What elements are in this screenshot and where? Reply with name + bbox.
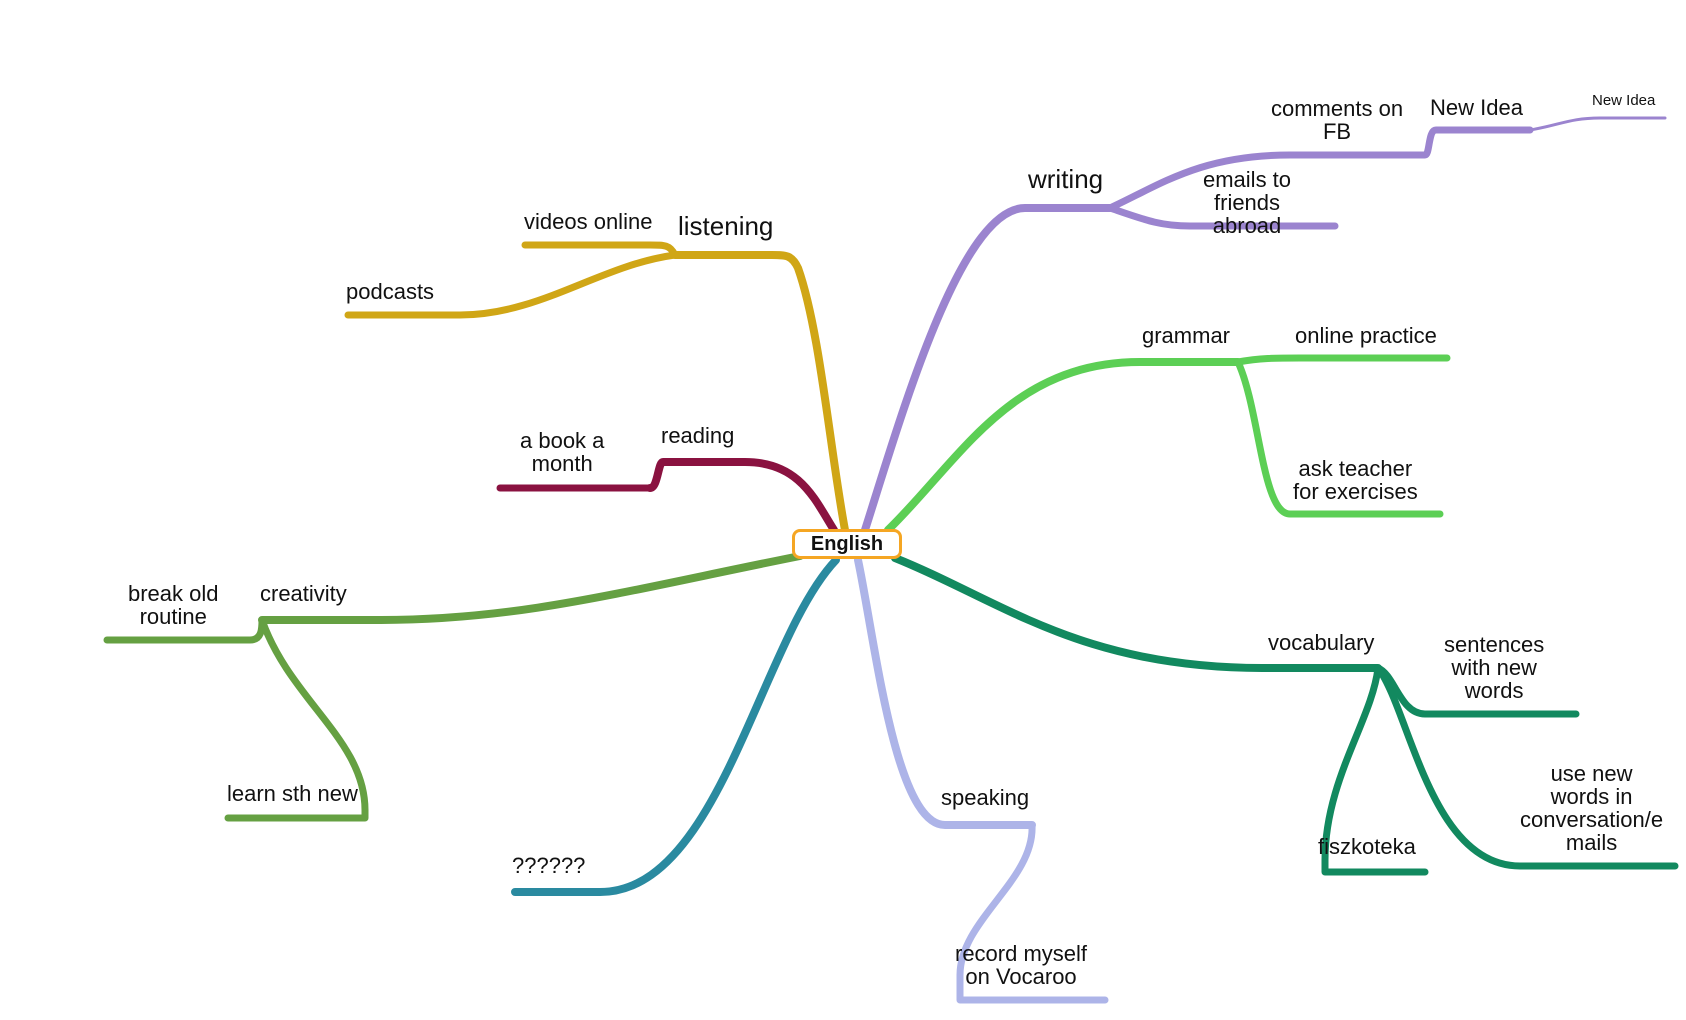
topic-grammar[interactable]: grammar <box>1142 323 1231 348</box>
connector-record-myself <box>956 821 1109 1004</box>
topic-reading[interactable]: reading <box>661 423 735 448</box>
connector-learn-new <box>224 616 369 822</box>
subtopic-emails-to-friends[interactable]: emails to friends abroad <box>1203 167 1292 239</box>
subtopic-podcasts[interactable]: podcasts <box>346 279 435 304</box>
branch-unknown <box>511 556 840 896</box>
subtopic-fiszkoteka[interactable]: fiszkoteka <box>1318 834 1416 859</box>
subtopic-new-idea[interactable]: New Idea <box>1430 95 1523 120</box>
connector-emails-friends <box>1106 204 1339 230</box>
subtopic-learn-sth-new[interactable]: learn sth new <box>227 781 358 806</box>
subtopic-record-myself[interactable]: record myself on Vocaroo <box>955 941 1088 990</box>
branch-vocabulary <box>891 554 1679 876</box>
subtopic-comments-on-fb[interactable]: comments on FB <box>1271 96 1404 145</box>
connector-ask-teacher <box>1234 358 1444 518</box>
connector-videos-online <box>521 241 679 259</box>
subtopic-new-idea-small[interactable]: New Idea <box>1592 92 1656 109</box>
connector-listening <box>671 251 849 534</box>
connector-unknown <box>511 556 840 896</box>
topic-writing[interactable]: writing <box>1028 164 1104 194</box>
connector-use-new-words <box>1374 664 1679 870</box>
branch-reading <box>496 458 838 534</box>
connector-reading <box>646 458 838 534</box>
connector-online-practice <box>1234 354 1451 366</box>
connector-speaking <box>854 556 1036 829</box>
subtopic-break-old-routine[interactable]: break old routine <box>128 581 219 630</box>
central-topic-english[interactable]: English <box>792 529 902 559</box>
subtopic-use-new-words[interactable]: use new words in conversation/e mails <box>1520 761 1664 856</box>
subtopic-sentences-new-words[interactable]: sentences with new words <box>1444 632 1545 704</box>
subtopic-videos-online[interactable]: videos online <box>524 209 653 234</box>
subtopic-ask-teacher[interactable]: ask teacher for exercises <box>1293 456 1418 505</box>
topic-speaking[interactable]: speaking <box>941 785 1030 810</box>
branch-speaking <box>854 556 1109 1004</box>
connector-grammar <box>884 358 1242 534</box>
connector-new-idea <box>1528 116 1667 132</box>
connector-writing <box>861 204 1114 534</box>
branch-grammar <box>884 354 1451 534</box>
topic-creativity[interactable]: creativity <box>260 581 347 606</box>
connector-creativity <box>258 552 804 624</box>
topic-unknown[interactable]: ?????? <box>512 853 586 878</box>
topic-listening[interactable]: listening <box>678 211 774 241</box>
topic-vocabulary[interactable]: vocabulary <box>1268 630 1375 655</box>
subtopic-book-a-month[interactable]: a book a month <box>520 428 605 477</box>
connector-fiszkoteka <box>1321 664 1429 876</box>
subtopic-online-practice[interactable]: online practice <box>1295 323 1437 348</box>
connector-podcasts <box>344 251 679 319</box>
connector-vocabulary <box>891 554 1382 672</box>
branch-writing <box>861 116 1667 534</box>
connector-comments-fb <box>1106 126 1534 212</box>
branch-listening <box>344 241 849 534</box>
branch-creativity <box>103 552 804 822</box>
